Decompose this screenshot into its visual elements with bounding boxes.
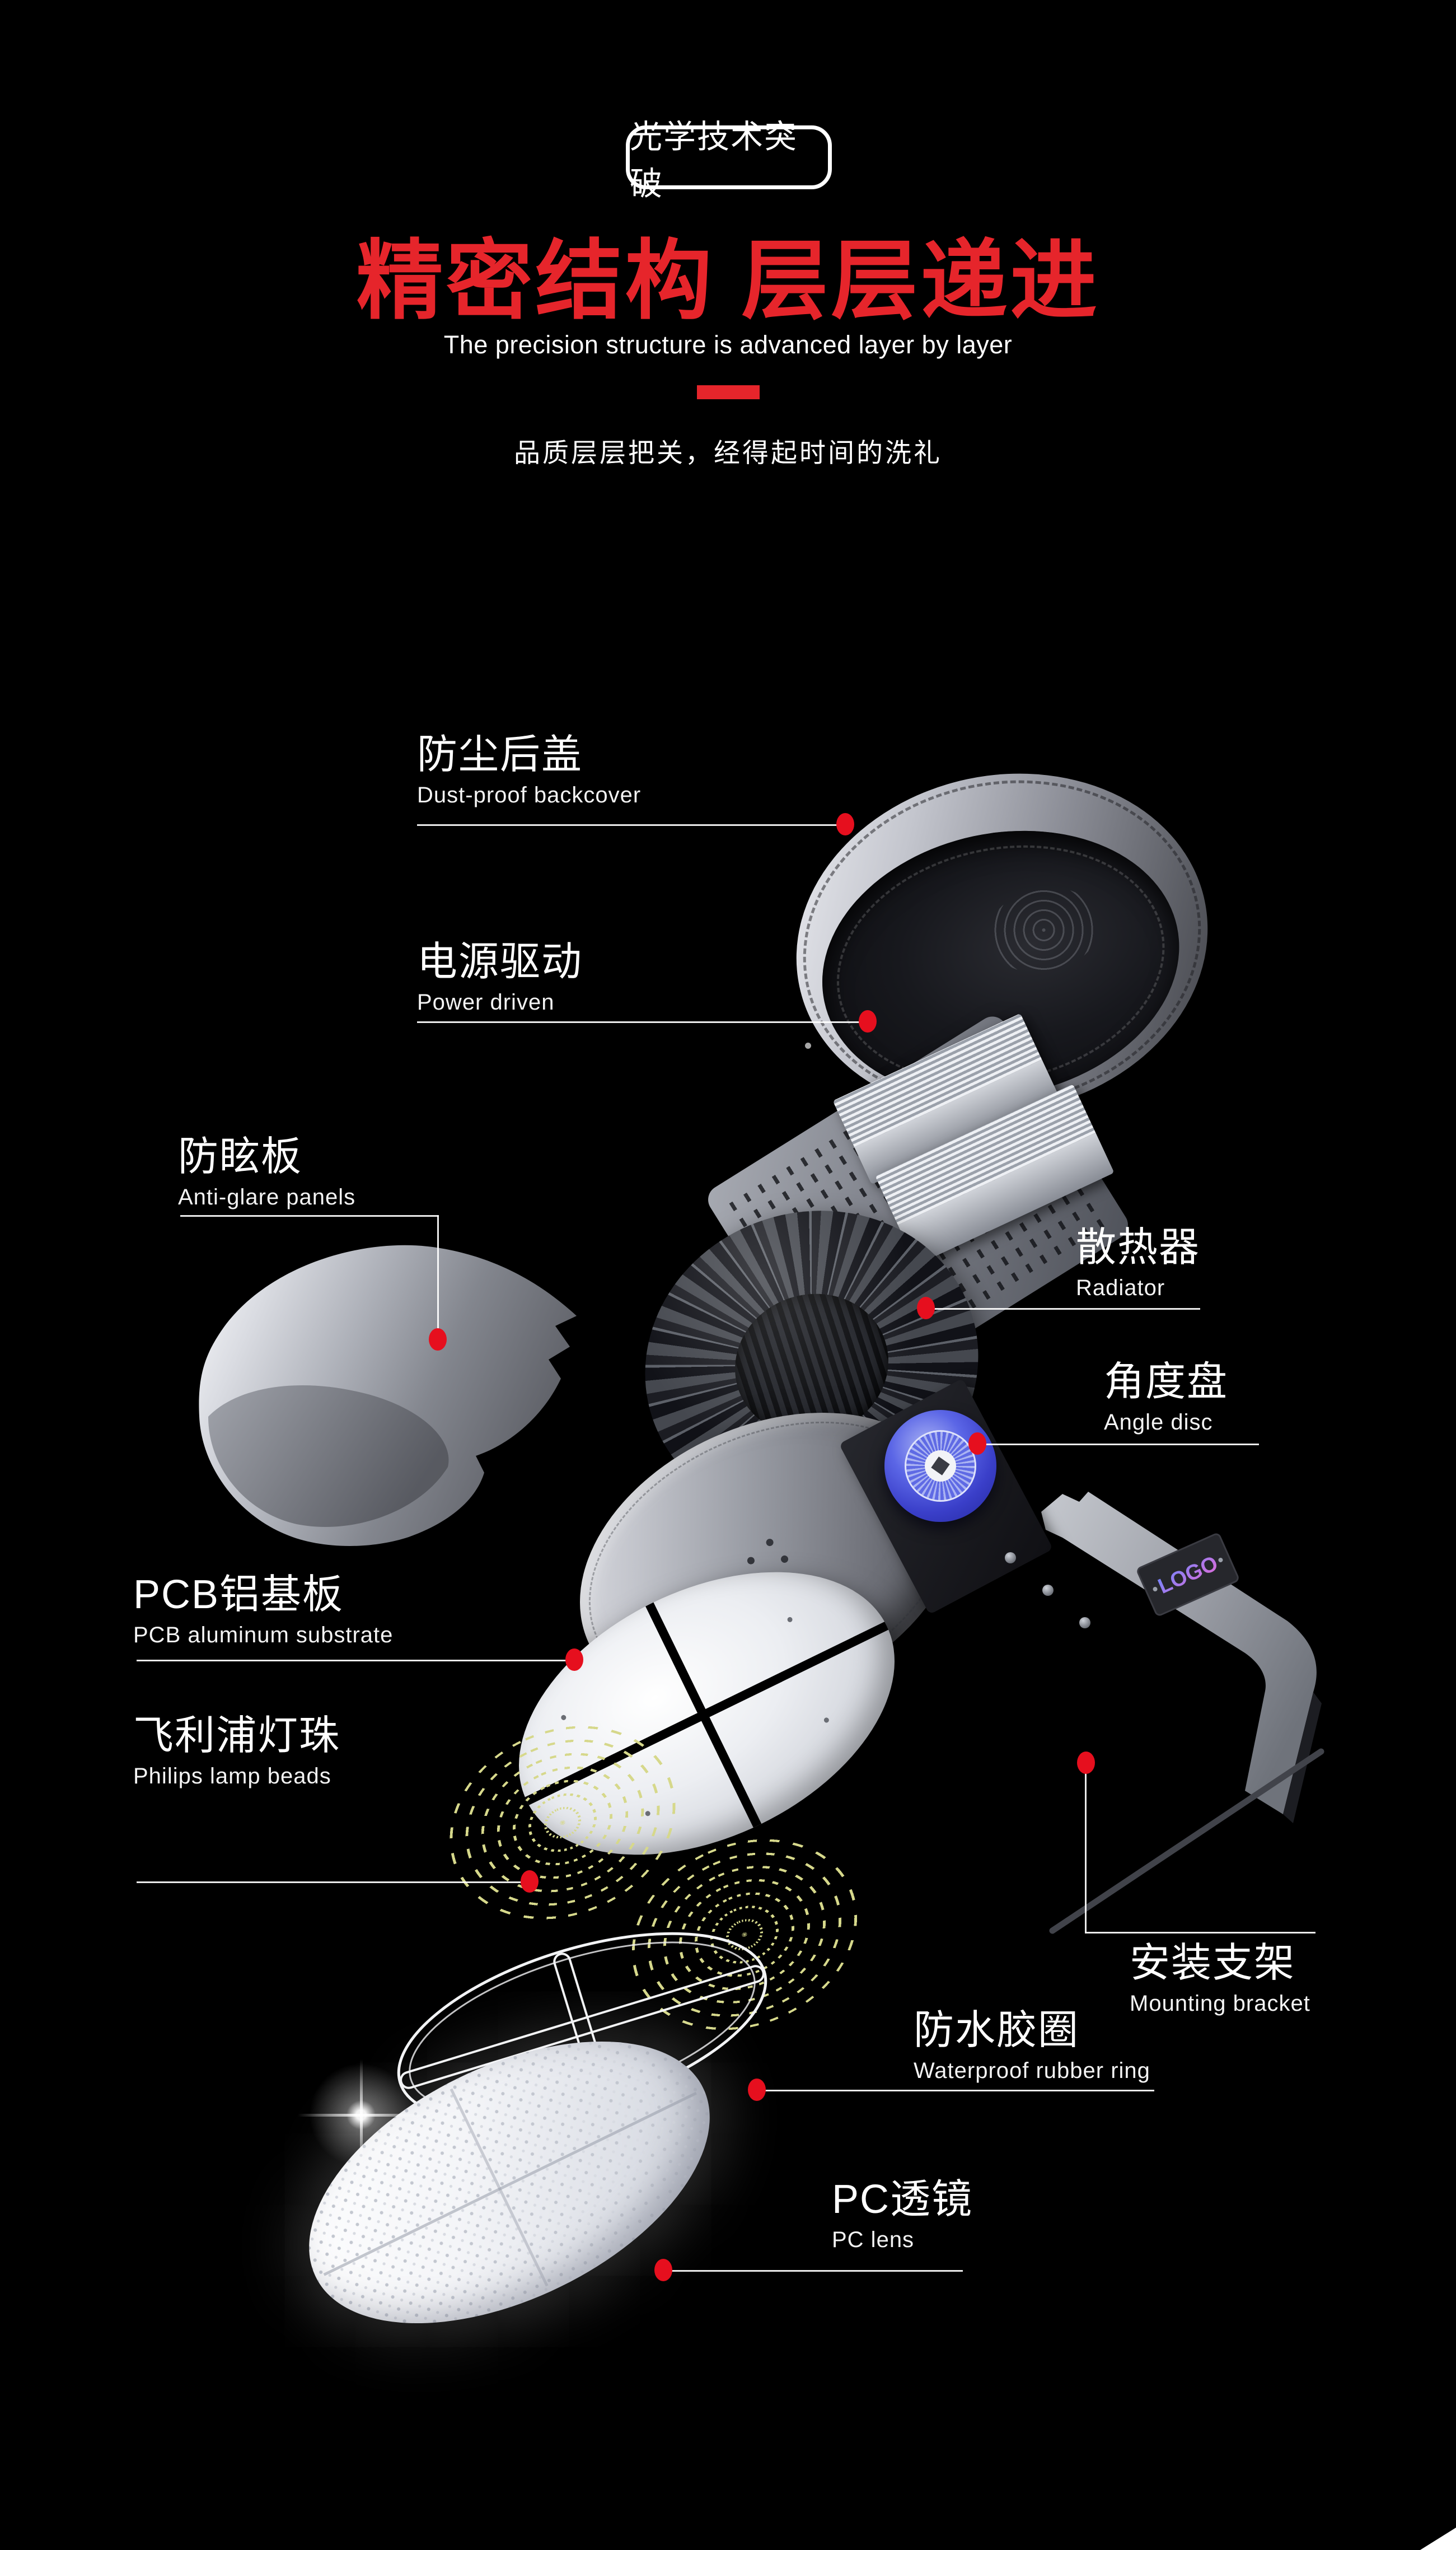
callout-dot-pcb (565, 1648, 583, 1671)
callout-dot-angle-disc (968, 1432, 986, 1455)
callout-line-radiator (925, 1308, 1200, 1310)
part-name-en: Radiator (1076, 1276, 1165, 1300)
part-name-zh: PC透镜 (832, 2177, 973, 2222)
part-name-en: PCB aluminum substrate (133, 1623, 394, 1647)
angle-disc-part (884, 1410, 996, 1522)
callout-line-waterproof-ring (758, 2090, 1154, 2091)
lens-sparkle (298, 2056, 424, 2174)
angle-disc-hub-square (931, 1456, 950, 1475)
corner-wedge (1420, 2528, 1456, 2550)
page-subtitle: The precision structure is advanced laye… (443, 330, 1013, 359)
part-name-zh: 安装支架 (1130, 1941, 1296, 1986)
angle-disc-hub (925, 1450, 956, 1482)
callout-line-anti-glare (180, 1215, 439, 1217)
part-name-zh: 防眩板 (178, 1134, 303, 1179)
logo-screw (1153, 1587, 1158, 1592)
part-name-zh: 电源驱动 (417, 940, 583, 984)
callout-line-dust-cover (417, 824, 844, 826)
callout-line-bracket-v (1085, 1771, 1087, 1933)
part-name-en: Power driven (417, 990, 555, 1015)
callout-line-lamp-beads (137, 1881, 527, 1883)
label-bracket: 安装支架 Mounting bracket (1130, 1943, 1310, 2015)
part-name-en: Mounting bracket (1130, 1991, 1310, 2016)
part-name-en: Waterproof rubber ring (914, 2058, 1150, 2083)
page-tagline: 品质层层把关，经得起时间的洗礼 (514, 438, 942, 468)
bracket-dark-bend (1283, 1692, 1322, 1823)
label-dust-cover: 防尘后盖 Dust-proof backcover (417, 735, 641, 806)
bolt (1079, 1617, 1090, 1628)
bracket-pivot-rod (1049, 1748, 1324, 1934)
callout-line-power-driver (417, 1021, 865, 1023)
tech-badge-label: 光学技术突破 (630, 119, 798, 202)
bolt (1005, 1552, 1016, 1563)
logo-screw (1218, 1557, 1223, 1562)
part-name-zh: 防水胶圈 (914, 2008, 1080, 2053)
page-title: 精密结构 层层递进 (356, 232, 1100, 329)
label-radiator: 散热器 Radiator (1076, 1227, 1200, 1299)
part-name-zh: 飞利浦灯珠 (133, 1713, 341, 1758)
part-name-en: PC lens (832, 2227, 915, 2252)
label-lamp-beads: 飞利浦灯珠 Philips lamp beads (133, 1716, 340, 1787)
callout-dot-pc-lens (654, 2259, 672, 2281)
part-name-en: Dust-proof backcover (417, 783, 642, 807)
callout-line-pcb (137, 1660, 572, 1661)
pcb-hole (823, 1716, 830, 1724)
callout-dot-power-driver (859, 1010, 877, 1033)
label-angle-disc: 角度盘 Angle disc (1104, 1362, 1228, 1433)
part-name-en: Philips lamp beads (133, 1764, 331, 1788)
logo-plate: LOGO (1137, 1533, 1239, 1616)
callout-dot-lamp-beads (521, 1870, 539, 1893)
callout-line-pc-lens (664, 2270, 963, 2272)
callout-line-bracket-h (1085, 1932, 1315, 1933)
logo-plate-bg (1137, 1533, 1239, 1616)
anti-glare-part (199, 1245, 577, 1546)
part-name-zh: 散热器 (1076, 1225, 1201, 1270)
label-waterproof-ring: 防水胶圈 Waterproof rubber ring (914, 2010, 1150, 2082)
part-name-zh: PCB铝基板 (133, 1572, 344, 1617)
pcb-hole (786, 1616, 794, 1623)
callout-line-angle-disc (976, 1444, 1259, 1445)
label-anti-glare: 防眩板 Anti-glare panels (178, 1137, 355, 1208)
floating-speck (805, 1043, 811, 1049)
callout-dot-dust-cover (836, 813, 854, 835)
part-name-en: Anti-glare panels (178, 1185, 356, 1209)
bolt (1042, 1585, 1054, 1596)
tech-badge: 光学技术突破 (626, 119, 832, 202)
label-pcb: PCB铝基板 PCB aluminum substrate (133, 1575, 393, 1646)
callout-dot-bracket (1077, 1752, 1095, 1774)
pcb-hole (560, 1714, 567, 1721)
part-name-zh: 防尘后盖 (417, 732, 583, 777)
callout-dot-waterproof-ring (748, 2079, 766, 2101)
label-power-driver: 电源驱动 Power driven (417, 942, 583, 1014)
callout-dot-radiator (917, 1297, 935, 1319)
callout-dot-anti-glare (429, 1328, 447, 1351)
mounting-bracket-part: LOGO (1041, 1492, 1324, 1934)
lens-seam (450, 2089, 549, 2286)
label-pc-lens: PC透镜 PC lens (832, 2179, 973, 2251)
red-divider (697, 385, 760, 399)
callout-line-anti-glare-v (437, 1215, 439, 1333)
anti-glare-inner-fold (208, 1385, 449, 1527)
part-name-zh: 角度盘 (1104, 1360, 1229, 1404)
part-name-en: Angle disc (1104, 1410, 1213, 1435)
